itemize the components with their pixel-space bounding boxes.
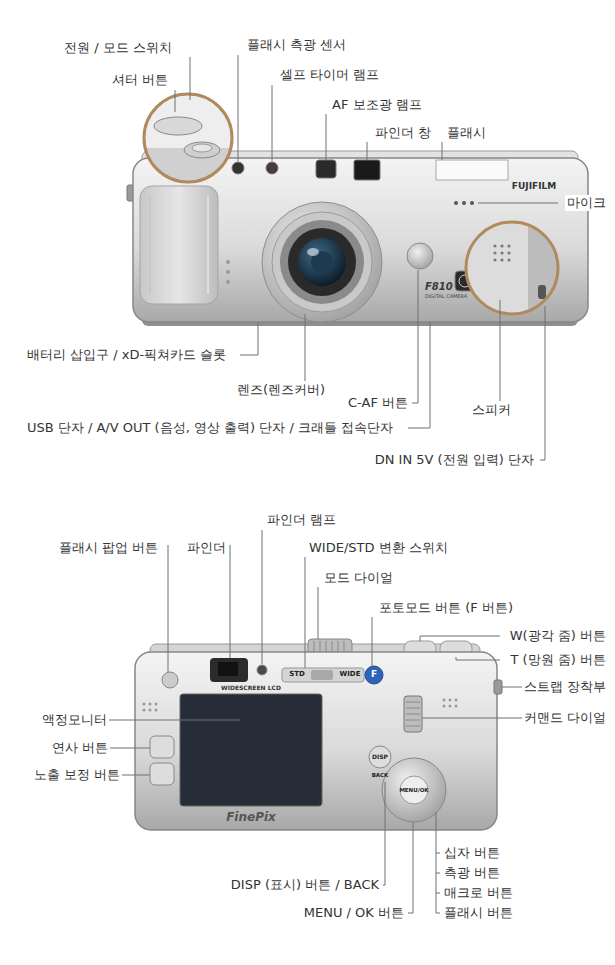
callout-label: 커맨드 다이얼: [522, 710, 608, 726]
callout-label: DN IN 5V (전원 입력) 단자: [373, 452, 536, 468]
back-camera: [135, 639, 502, 830]
callout-label: 십자 버튼: [442, 845, 502, 861]
callout-label: T (망원 줌) 버튼: [509, 652, 608, 668]
printed-text: WIDESCREEN LCD: [221, 685, 281, 692]
callout-label: 플래시 버튼: [442, 905, 515, 921]
printed-text: FUJIFILM: [512, 182, 556, 192]
callout-label: 모드 다이얼: [322, 570, 395, 586]
printed-text: STD: [289, 671, 305, 679]
callout-label: 파인더: [185, 540, 228, 556]
callout-label: 파인더 창: [373, 125, 433, 141]
printed-text: MENU/OK: [399, 787, 428, 793]
callout-label: 스피커: [470, 402, 513, 418]
callout-label: C-AF 버튼: [346, 395, 410, 411]
printed-text: DIGITAL CAMERA: [425, 294, 467, 300]
callout-label: 측광 버튼: [442, 865, 502, 881]
printed-text: WIDE: [340, 671, 361, 679]
printed-text: F: [371, 670, 377, 680]
callout-label: 전원 / 모드 스위치: [62, 40, 174, 56]
callout-label: 셀프 타이머 램프: [278, 67, 381, 83]
callout-label: 배터리 삽입구 / xD-픽쳐카드 슬롯: [25, 347, 228, 363]
printed-text: FinePix: [226, 811, 276, 824]
callout-label: 스트랩 장착부: [522, 679, 608, 695]
callout-label: 액정모니터: [40, 712, 109, 728]
leader-lines: [108, 55, 558, 913]
callout-label: USB 단자 / A/V OUT (음성, 영상 출력) 단자 / 크래들 접속…: [25, 420, 395, 436]
callout-label: 셔터 버튼: [110, 72, 170, 88]
callout-label: 플래시 팝업 버튼: [57, 540, 160, 556]
callout-label: 노출 보정 버튼: [32, 767, 122, 783]
callout-label: 연사 버튼: [50, 740, 110, 756]
callout-label: WIDE/STD 변환 스위치: [307, 540, 450, 556]
front-camera: [127, 94, 588, 326]
callout-label: AF 보조광 램프: [330, 97, 424, 113]
callout-label: 플래시 측광 센서: [245, 37, 348, 53]
callout-label: DISP (표시) 버튼 / BACK: [229, 877, 381, 893]
callout-label: 매크로 버튼: [442, 885, 515, 901]
callout-label: 포토모드 버튼 (F 버튼): [377, 600, 515, 616]
printed-text: BACK: [372, 772, 389, 778]
callout-label: 파인더 램프: [265, 512, 338, 528]
printed-text: DISP: [372, 754, 388, 761]
callout-label: MENU / OK 버튼: [302, 905, 406, 921]
callout-label: W(광각 줌) 버튼: [508, 628, 608, 644]
callout-label: 플래시: [445, 125, 488, 141]
printed-text: F810: [425, 281, 453, 292]
callout-label: 렌즈(렌즈커버): [235, 382, 327, 398]
callout-label: 마이크: [565, 195, 608, 211]
